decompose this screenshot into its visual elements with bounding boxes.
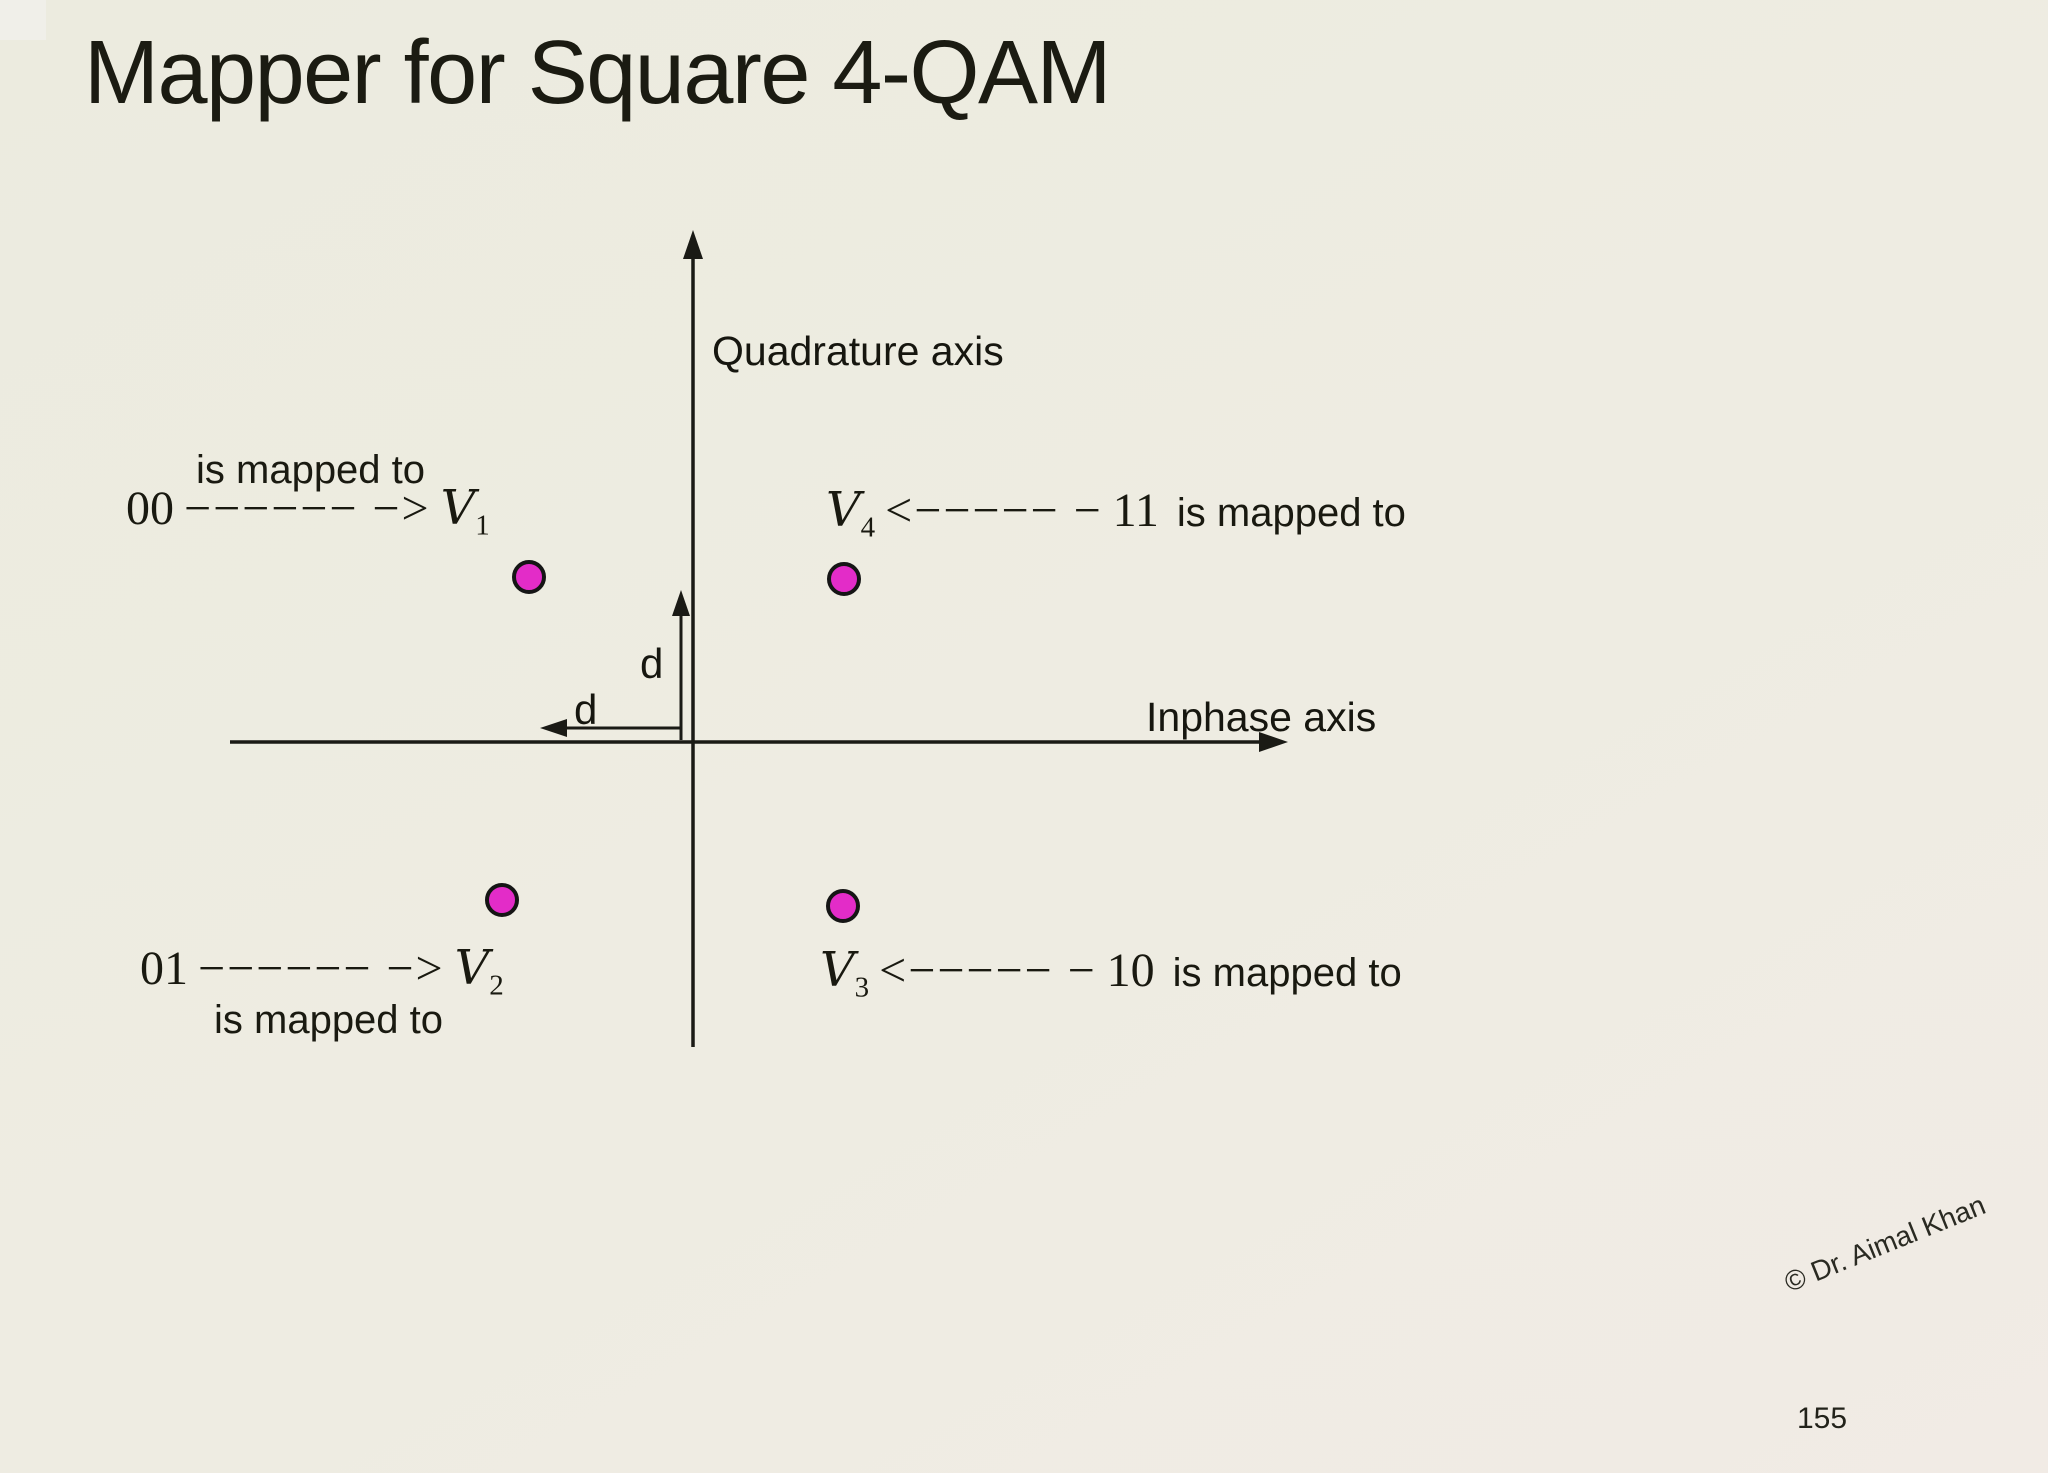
mapping-00-symbol-subscript: 1 <box>475 509 490 542</box>
mapping-00-formula: 00−−−−−− −>V1 <box>126 480 490 540</box>
d-label-horizontal: d <box>574 686 598 733</box>
mapping-00-symbol: V <box>440 480 476 536</box>
inphase-axis-arrowhead-icon <box>1259 732 1288 752</box>
mapping-10-symbol: V <box>820 942 855 998</box>
mapping-01-symbol: V <box>454 940 490 996</box>
mapping-01-bits: 01 <box>140 942 188 995</box>
mapping-11-mapped-to-label: is mapped to <box>1176 491 1406 535</box>
d-arrow-vertical-arrowhead-icon <box>672 590 690 616</box>
constellation-point-v4 <box>827 562 861 596</box>
mapping-10-arrow-dashes: <−−−−− − <box>879 944 1097 997</box>
page-number: 155 <box>1797 1402 1848 1435</box>
mapping-10-symbol-subscript: 3 <box>854 971 870 1004</box>
mapping-11-bits: 11 <box>1112 484 1159 537</box>
d-label-vertical: d <box>640 640 664 687</box>
mapping-01-symbol-subscript: 2 <box>489 969 504 1002</box>
mapping-01-arrow-dashes: −−−−−− −> <box>198 942 445 995</box>
mapping-11-arrow-dashes: <−−−−− − <box>885 484 1103 537</box>
mapping-00-bits: 00 <box>126 482 174 535</box>
mapping-10-bits: 10 <box>1106 944 1155 997</box>
corner-highlight <box>0 0 46 40</box>
mapping-01-mapped-to-label: is mapped to <box>214 998 444 1042</box>
constellation-point-v3 <box>826 889 860 923</box>
mapping-11-symbol: V <box>826 482 861 538</box>
slide-title: Mapper for Square 4-QAM <box>84 23 1111 123</box>
mapping-11-formula: V4 <−−−−− −11 is mapped to <box>826 482 1406 542</box>
mapping-00-mapped-to-label: is mapped to <box>196 448 426 492</box>
inphase-axis-label: Inphase axis <box>1146 694 1377 740</box>
mapping-10-mapped-to-label: is mapped to <box>1172 951 1402 995</box>
mapping-00-arrow-dashes: −−−−−− −> <box>184 482 431 535</box>
quadrature-axis-label: Quadrature axis <box>712 328 1004 374</box>
d-arrow-horizontal-arrowhead-icon <box>540 719 567 737</box>
quadrature-axis-arrowhead-icon <box>683 230 703 259</box>
constellation-point-v2 <box>485 883 519 917</box>
mapping-10-formula: V3 <−−−−− −10 is mapped to <box>820 942 1402 1002</box>
mapping-11-symbol-subscript: 4 <box>860 511 876 544</box>
mapping-01-formula: 01−−−−−− −>V2 <box>140 940 504 1000</box>
constellation-point-v1 <box>512 560 546 594</box>
